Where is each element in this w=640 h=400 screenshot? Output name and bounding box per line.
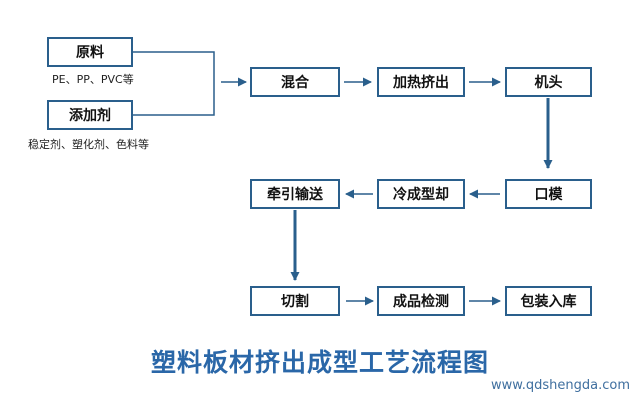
node-mixing: 混合	[250, 67, 340, 97]
raw-material-connector	[133, 51, 215, 82]
node-cooling: 冷成型却	[377, 179, 465, 209]
note-raw-material: PE、PP、PVC等	[52, 73, 134, 86]
node-die: 口模	[505, 179, 592, 209]
note-additive: 稳定剂、塑化剂、色料等	[28, 138, 149, 151]
node-haul-off: 牵引输送	[250, 179, 340, 209]
node-die-head: 机头	[505, 67, 592, 97]
node-raw-material: 原料	[47, 37, 133, 67]
diagram-title: 塑料板材挤出成型工艺流程图	[150, 348, 489, 377]
node-packaging: 包装入库	[505, 286, 592, 316]
node-additive: 添加剂	[47, 100, 133, 130]
node-cutting: 切割	[250, 286, 340, 316]
additive-connector	[133, 82, 215, 116]
watermark-url: www.qdshengda.com	[491, 378, 630, 393]
node-heating-extrusion: 加热挤出	[377, 67, 465, 97]
node-inspection: 成品检测	[377, 286, 465, 316]
